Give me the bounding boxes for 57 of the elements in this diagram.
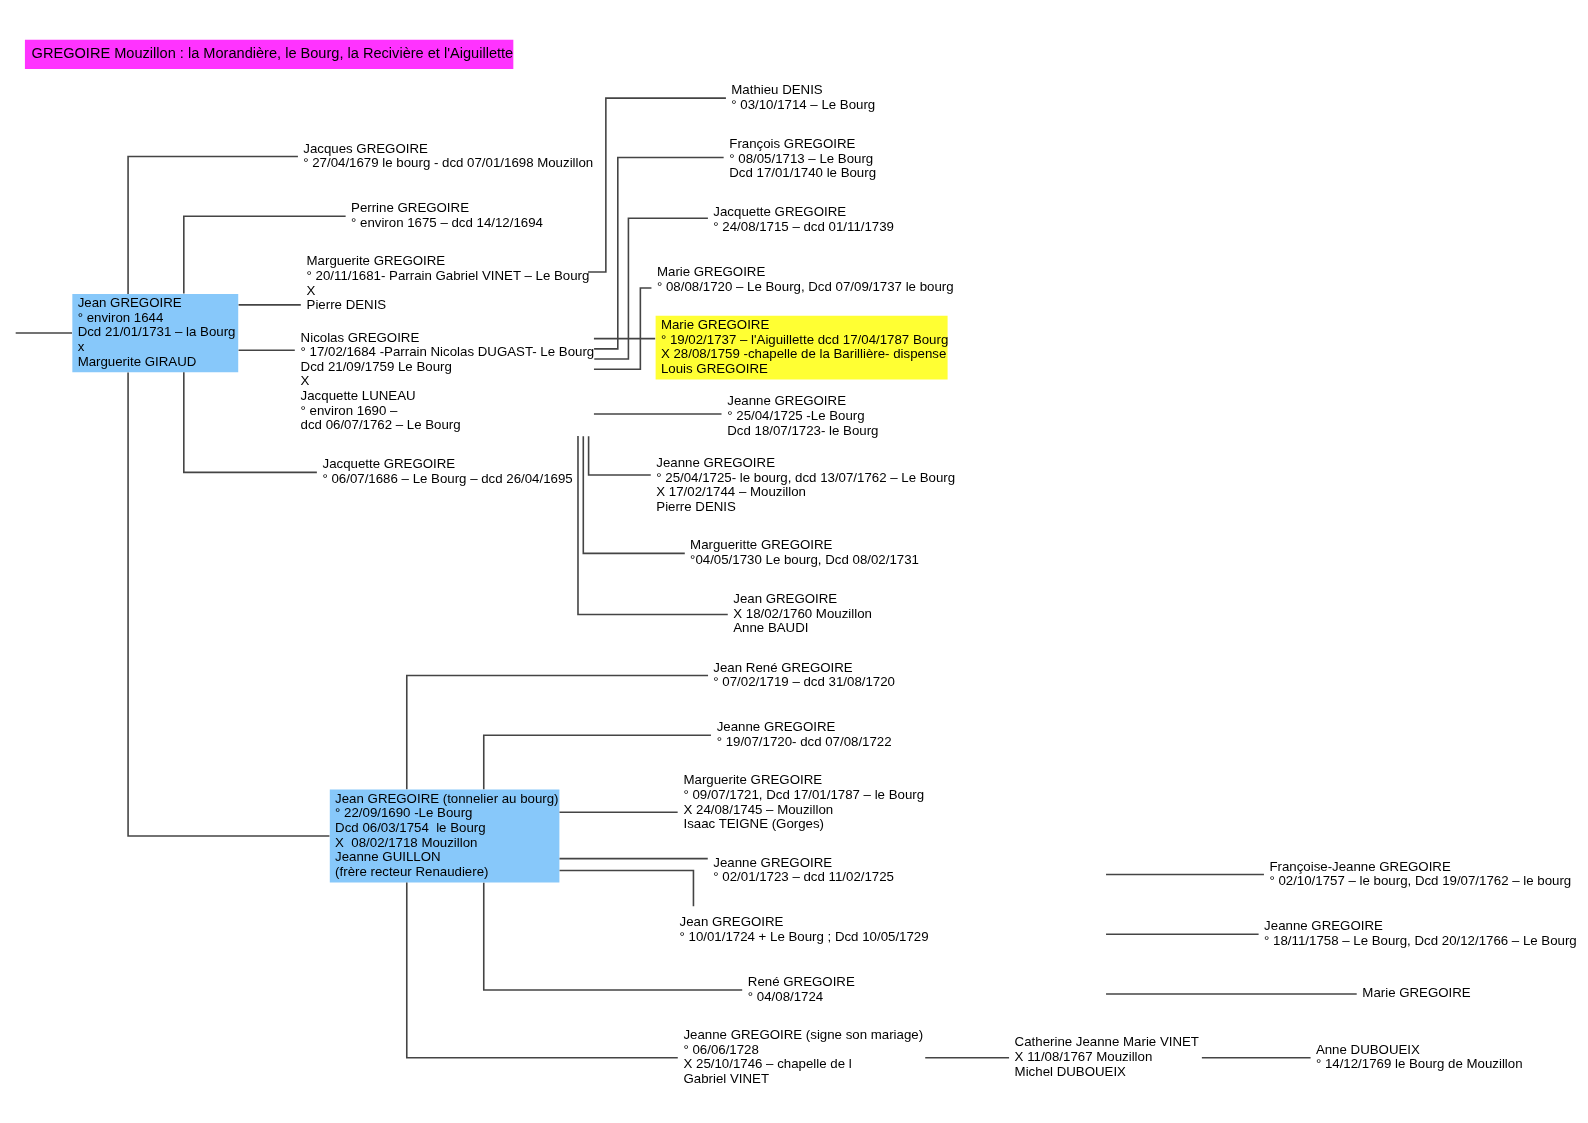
connector bbox=[237, 349, 296, 351]
node-text: Mathieu DENIS ° 03/10/1714 – Le Bourg bbox=[730, 81, 875, 112]
node-text: Marie GREGOIRE ° 08/08/1720 – Le Bourg, Dcd 07/09/1737 le bourg bbox=[656, 263, 954, 294]
connector bbox=[592, 216, 709, 360]
connector bbox=[558, 857, 709, 859]
connector bbox=[482, 733, 712, 790]
connector bbox=[923, 1056, 1010, 1058]
node-text: Margueritte GREGOIRE °04/05/1730 Le bourg, Dcd 08/02/1731 bbox=[689, 536, 919, 567]
node-text: Jeanne GREGOIRE ° 02/01/1723 – dcd 11/02/1725 bbox=[712, 854, 894, 884]
node-text: François GREGOIRE ° 08/05/1713 – Le Bourg Dcd 17/01/1740 le Bourg bbox=[728, 135, 876, 180]
node-text: Perrine GREGOIRE ° environ 1675 – dcd 14/12/1694 bbox=[350, 199, 543, 230]
node-text: Jacques GREGOIRE ° 27/04/1679 le bourg - dcd 07/01/1698 Mouzillon bbox=[302, 140, 593, 170]
connector bbox=[592, 337, 656, 339]
connector bbox=[576, 434, 729, 615]
connector bbox=[558, 810, 678, 813]
node-box: Marie GREGOIRE ° 19/02/1737 – l'Aiguillette dcd 17/04/1787 Bourg X 28/08/1759 -chapelle de la Barillière- dispense Louis GREGOIRE bbox=[655, 315, 948, 379]
node-text: Nicolas GREGOIRE ° 17/02/1684 -Parrain Nicolas DUGAST- Le Bourg Dcd 21/09/1759 Le Bourg X Jacquette LUNEAU ° environ 1690 – dcd 06/07/1762 – Le Bourg bbox=[300, 329, 594, 432]
node-text: Jean René GREGOIRE ° 07/02/1719 – dcd 31/08/1720 bbox=[712, 658, 895, 689]
node-text: Jacquette GREGOIRE ° 06/07/1686 – Le Bourg – dcd 26/04/1695 bbox=[322, 455, 573, 486]
node-text: Marguerite GREGOIRE ° 20/11/1681- Parrain Gabriel VINET – Le Bourg X Pierre DENIS bbox=[306, 252, 589, 312]
node-text: René GREGOIRE ° 04/08/1724 bbox=[747, 973, 855, 1004]
connector bbox=[126, 371, 330, 837]
diagram-title: GREGOIRE Mouzillon : la Morandière, le Bourg, la Recivière et l'Aiguillette bbox=[31, 44, 513, 61]
node-text: Jeanne GREGOIRE ° 25/04/1725- le bourg, dcd 13/07/1762 – Le Bourg X 17/02/1744 – Mouzillon Pierre DENIS bbox=[655, 454, 955, 514]
connector bbox=[582, 435, 686, 554]
connector bbox=[592, 286, 652, 370]
connector bbox=[14, 331, 73, 334]
connector bbox=[587, 434, 652, 476]
node-text: Françoise-Jeanne GREGOIRE ° 02/10/1757 – le bourg, Dcd 19/07/1762 – le bourg bbox=[1268, 858, 1571, 888]
node-text: Jean GREGOIRE X 18/02/1760 Mouzillon Anne BAUDI bbox=[732, 590, 872, 635]
node-text: Marie GREGOIRE bbox=[1361, 984, 1471, 1000]
connector bbox=[405, 674, 709, 790]
node-text: Jeanne GREGOIRE ° 19/07/1720- dcd 07/08/1722 bbox=[716, 718, 892, 749]
connector bbox=[126, 155, 299, 295]
connector bbox=[1200, 1056, 1311, 1058]
node-text: Catherine Jeanne Marie VINET X 11/08/1767 Mouzillon Michel DUBOUEIX bbox=[1014, 1033, 1199, 1079]
node-text: Jean GREGOIRE ° 10/01/1724 + Le Bourg ; Dcd 10/05/1729 bbox=[679, 913, 929, 944]
node-text: Jeanne GREGOIRE ° 25/04/1725 -Le Bourg Dcd 18/07/1723- le Bourg bbox=[726, 392, 878, 438]
connector bbox=[586, 96, 727, 273]
connector bbox=[482, 881, 743, 991]
connector bbox=[592, 156, 724, 350]
node-text: Marguerite GREGOIRE ° 09/07/1721, Dcd 17/01/1787 – le Bourg X 24/08/1745 – Mouzillon Isaac TEIGNE (Gorges) bbox=[683, 771, 924, 831]
connector bbox=[182, 214, 346, 294]
connector bbox=[1104, 873, 1265, 875]
connector bbox=[1104, 992, 1357, 995]
node-box: Jean GREGOIRE (tonnelier au bourg) ° 22/09/1690 -Le Bourg Dcd 06/03/1754 le Bourg X 08/02/1718 Mouzillon Jeanne GUILLON (frère recteur Renaudiere) bbox=[329, 789, 559, 882]
node-text: Jeanne GREGOIRE (signe son mariage) ° 06/06/1728 X 25/10/1746 – chapelle de l Gabriel VINET bbox=[683, 1026, 923, 1086]
connector bbox=[1104, 932, 1259, 935]
connector bbox=[558, 869, 694, 907]
node-text: Anne DUBOUEIX ° 14/12/1769 le Bourg de Mouzillon bbox=[1315, 1041, 1523, 1071]
node-text: Jacquette GREGOIRE ° 24/08/1715 – dcd 01/11/1739 bbox=[712, 203, 894, 234]
connector bbox=[182, 370, 318, 473]
connector bbox=[237, 303, 302, 306]
connector bbox=[592, 412, 722, 415]
node-text: Jeanne GREGOIRE ° 18/11/1758 – Le Bourg, Dcd 20/12/1766 – Le Bourg bbox=[1263, 917, 1577, 948]
node-box: Jean GREGOIRE ° environ 1644 Dcd 21/01/1731 – la Bourg x Marguerite GIRAUD bbox=[71, 293, 238, 372]
connector bbox=[405, 881, 679, 1058]
